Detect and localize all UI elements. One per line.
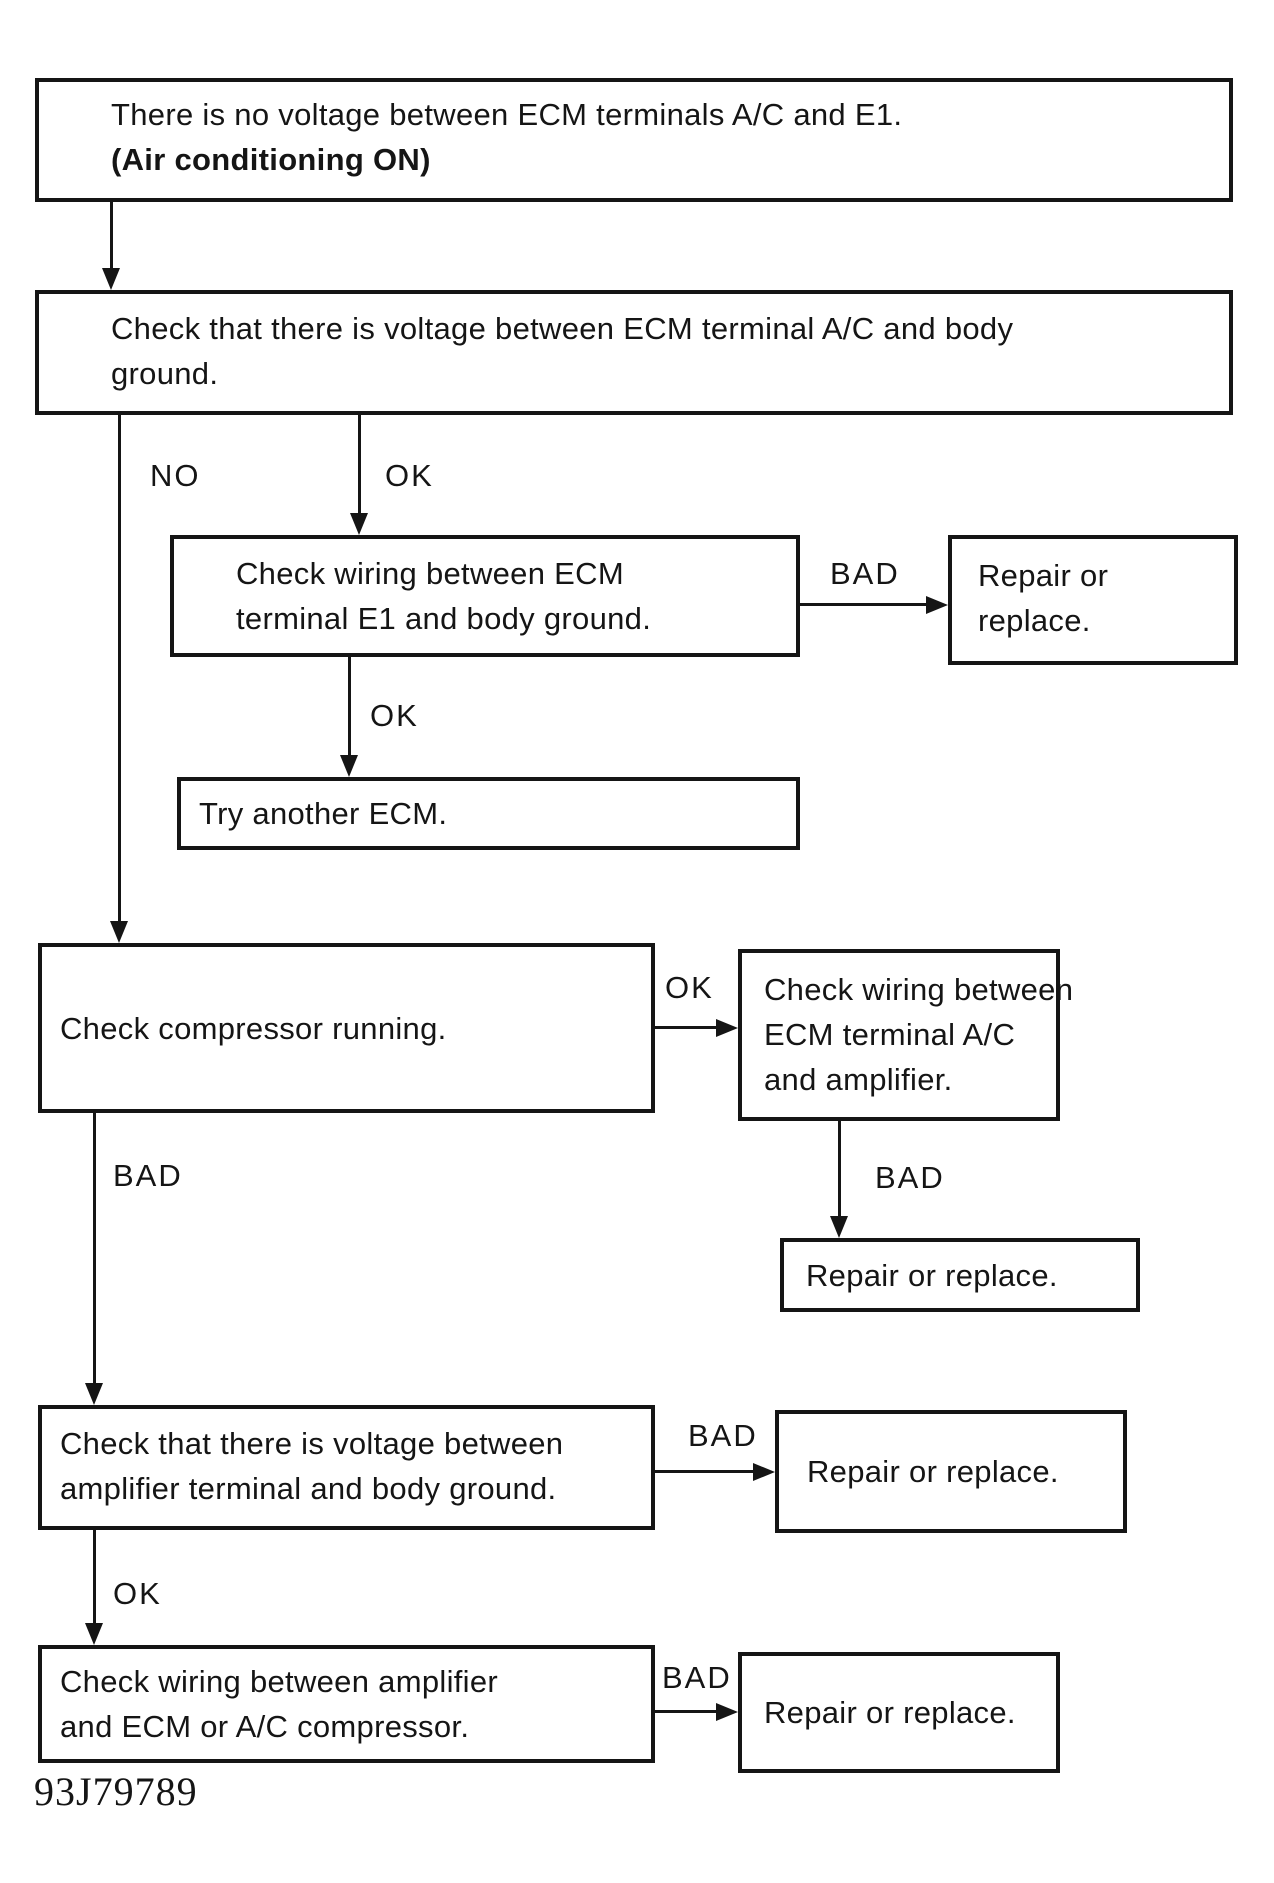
arrowhead-bad-amp-ecm xyxy=(716,1703,738,1721)
node-repair1-line1: Repair or xyxy=(978,558,1109,593)
node-repair3-line1: Repair or replace. xyxy=(807,1454,1059,1489)
node-amp-ecm-line1: Check wiring between amplifier xyxy=(60,1664,499,1699)
connector-ok-e1 xyxy=(358,415,361,513)
node-check-voltage-line2: ground. xyxy=(111,356,219,391)
arrowhead-bad-amp-voltage xyxy=(753,1463,775,1481)
node-repair1-line2: replace. xyxy=(978,603,1091,638)
node-amp-wiring-line1: Check wiring between xyxy=(764,972,1074,1007)
connector-ok-amp-voltage xyxy=(93,1530,96,1623)
connector-ok-compressor xyxy=(655,1026,716,1029)
connector-no-branch xyxy=(118,415,121,921)
edge-label-ok-compressor: OK xyxy=(665,970,714,1005)
node-amp-voltage-line1: Check that there is voltage between xyxy=(60,1426,564,1461)
connector-ok-try-ecm xyxy=(348,657,351,755)
node-try-another-ecm: Try another ECM. xyxy=(177,777,800,850)
connector-bad-amp-wiring xyxy=(838,1121,841,1216)
node-amp-voltage-line2: amplifier terminal and body ground. xyxy=(60,1471,557,1506)
node-check-wiring-ecm-e1: Check wiring between ECM terminal E1 and… xyxy=(170,535,800,657)
node-amp-wiring-line3: and amplifier. xyxy=(764,1062,953,1097)
arrowhead-bad-compressor xyxy=(85,1383,103,1405)
node-check-voltage-line1: Check that there is voltage between ECM … xyxy=(111,311,1014,346)
arrowhead-no-branch xyxy=(110,921,128,943)
connector-bad-amp-ecm xyxy=(655,1710,716,1713)
node-repair-replace-3: Repair or replace. xyxy=(775,1410,1127,1533)
arrowhead-bad-amp-wiring xyxy=(830,1216,848,1238)
edge-label-no: NO xyxy=(150,458,201,493)
node-try-ecm-line1: Try another ECM. xyxy=(199,796,448,831)
node-repair2-line1: Repair or replace. xyxy=(806,1257,1058,1293)
node-check-wiring-ecm-ac-amplifier: Check wiring between ECM terminal A/C an… xyxy=(738,949,1074,1121)
node-repair-replace-2: Repair or replace. xyxy=(780,1238,1140,1312)
edge-label-bad-compressor: BAD xyxy=(113,1158,183,1193)
node-check-voltage-amplifier-body: Check that there is voltage between ampl… xyxy=(38,1405,655,1530)
edge-label-bad-e1: BAD xyxy=(830,556,900,591)
edge-label-ok-try-ecm: OK xyxy=(370,698,419,733)
node-start: There is no voltage between ECM terminal… xyxy=(35,78,1233,202)
arrowhead-ok-e1 xyxy=(350,513,368,535)
arrowhead-start-down xyxy=(102,268,120,290)
edge-label-bad-amp-ecm: BAD xyxy=(662,1660,732,1695)
node-start-line1: There is no voltage between ECM terminal… xyxy=(111,97,903,132)
edge-label-ok-amp-voltage: OK xyxy=(113,1576,162,1611)
edge-label-bad-amp-wiring: BAD xyxy=(875,1160,945,1195)
connector-start-down xyxy=(110,202,113,268)
node-wiring-e1-line2: terminal E1 and body ground. xyxy=(236,601,652,636)
node-wiring-e1-line1: Check wiring between ECM xyxy=(236,556,624,591)
node-repair4-line1: Repair or replace. xyxy=(764,1695,1016,1730)
arrowhead-bad-e1 xyxy=(926,596,948,614)
connector-bad-amp-voltage xyxy=(655,1470,753,1473)
node-check-voltage-ecm-ac-body: Check that there is voltage between ECM … xyxy=(35,290,1233,415)
node-check-compressor: Check compressor running. xyxy=(38,943,655,1113)
node-repair-replace-4: Repair or replace. xyxy=(738,1652,1060,1773)
node-amp-ecm-line2: and ECM or A/C compressor. xyxy=(60,1709,470,1744)
connector-bad-e1 xyxy=(800,603,926,606)
node-repair-replace-1: Repair or replace. xyxy=(948,535,1238,665)
node-compressor-line1: Check compressor running. xyxy=(60,1010,447,1046)
edge-label-ok-e1: OK xyxy=(385,458,434,493)
arrowhead-ok-try-ecm xyxy=(340,755,358,777)
node-check-wiring-amplifier-ecm: Check wiring between amplifier and ECM o… xyxy=(38,1645,655,1763)
node-start-line2: (Air conditioning ON) xyxy=(111,142,431,177)
arrowhead-ok-amp-voltage xyxy=(85,1623,103,1645)
node-amp-wiring-line2: ECM terminal A/C xyxy=(764,1017,1016,1052)
arrowhead-ok-compressor xyxy=(716,1019,738,1037)
edge-label-bad-amp-voltage: BAD xyxy=(688,1418,758,1453)
connector-bad-compressor xyxy=(93,1113,96,1383)
figure-code: 93J79789 xyxy=(34,1769,198,1814)
